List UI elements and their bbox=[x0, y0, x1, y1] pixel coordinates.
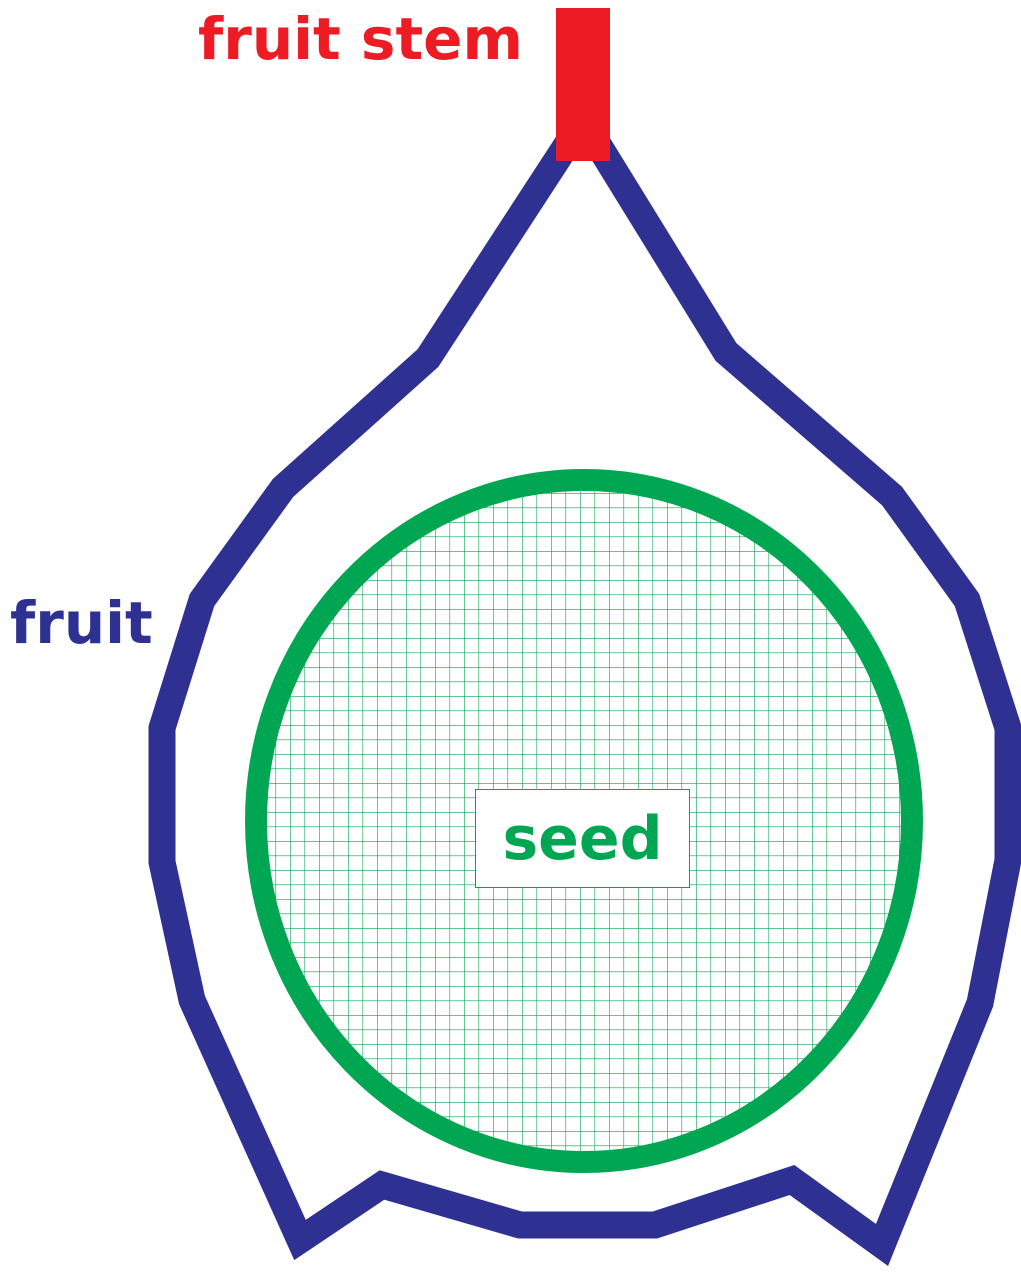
fruit-stem-label: fruit stem bbox=[198, 10, 523, 68]
seed-label: seed bbox=[502, 809, 662, 869]
fruit-stem bbox=[556, 8, 610, 161]
fruit-label: fruit bbox=[10, 594, 153, 652]
seed-label-box: seed bbox=[475, 789, 690, 888]
